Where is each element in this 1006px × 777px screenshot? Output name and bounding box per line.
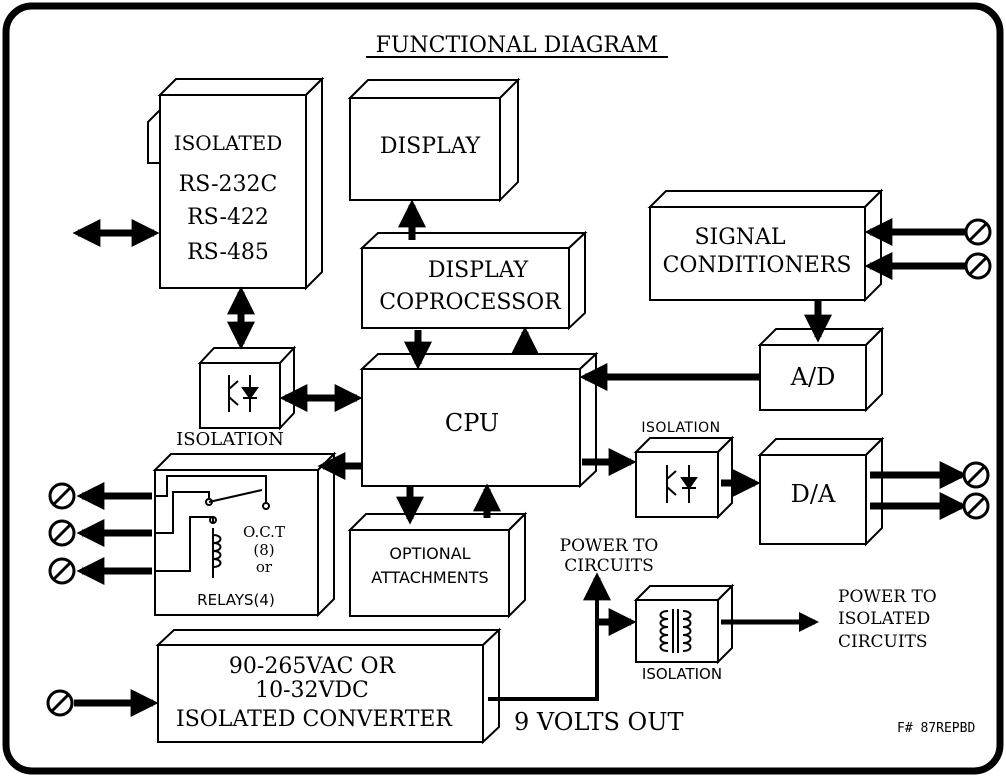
power-to-circuits-line-2: CIRCUITS	[564, 556, 654, 576]
power-isolated-line-1: POWER TO	[838, 587, 937, 607]
connections	[72, 199, 968, 717]
da-label: D/A	[791, 480, 836, 508]
terminal-icon	[46, 689, 74, 717]
converter-line-3: ISOLATED CONVERTER	[176, 707, 453, 732]
converter-block: 90-265VAC OR 10-32VDC ISOLATED CONVERTER	[155, 627, 502, 745]
display-coprocessor-line-1: DISPLAY	[428, 258, 529, 283]
terminal-icon	[962, 461, 990, 489]
isolation-power-label: ISOLATION	[642, 665, 722, 683]
terminal-icon	[964, 218, 992, 246]
relays-label: RELAYS(4)	[197, 591, 275, 609]
terminal-icon	[964, 252, 992, 280]
optional-attachments-line-1: OPTIONAL	[389, 544, 470, 563]
terminals	[46, 218, 992, 717]
signal-conditioners-block: SIGNAL CONDITIONERS	[647, 188, 884, 303]
converter-line-2: 10-32VDC	[255, 678, 369, 703]
relays-oct-count: (8)	[253, 541, 274, 559]
terminal-icon	[48, 482, 76, 510]
isolated-comm-line-2: RS-232C	[179, 172, 278, 197]
isolated-comm-line-1: ISOLATED	[174, 131, 283, 155]
terminal-icon	[962, 492, 990, 520]
isolated-comm-line-3: RS-422	[187, 205, 269, 230]
volts-out-label: 9 VOLTS OUT	[514, 708, 683, 736]
relays-block: O.C.T (8) or RELAYS(4)	[152, 451, 337, 618]
display-coprocessor-line-2: COPROCESSOR	[379, 290, 562, 315]
diagram-title: FUNCTIONAL DIAGRAM	[376, 33, 659, 58]
ad-label: A/D	[790, 363, 836, 391]
da-block: D/A	[757, 436, 885, 547]
cpu-block: CPU	[359, 351, 599, 489]
isolated-comm-line-4: RS-485	[187, 240, 269, 265]
display-block: DISPLAY	[347, 77, 521, 203]
display-label: DISPLAY	[380, 134, 481, 159]
power-to-circuits-line-1: POWER TO	[560, 536, 659, 556]
cpu-label: CPU	[445, 409, 499, 437]
power-isolated-line-2: ISOLATED	[838, 609, 930, 629]
display-coprocessor-block: DISPLAY COPROCESSOR	[359, 230, 588, 331]
relays-oct-label: O.C.T	[243, 523, 285, 541]
terminal-icon	[48, 519, 76, 547]
converter-line-1: 90-265VAC OR	[229, 654, 397, 679]
isolation-right-label: ISOLATION	[641, 420, 720, 436]
power-distribution	[488, 572, 819, 701]
optional-attachments-line-2: ATTACHMENTS	[371, 568, 488, 587]
optional-attachments-block: OPTIONAL ATTACHMENTS	[347, 511, 528, 619]
isolation-power-block: ISOLATION	[633, 583, 735, 683]
isolation-right-block: ISOLATION	[633, 420, 735, 520]
relay-schematic-icon	[155, 475, 270, 578]
figure-number: F# 87REPBD	[897, 721, 975, 736]
power-isolated-line-3: CIRCUITS	[838, 632, 928, 652]
terminal-icon	[48, 557, 76, 585]
isolated-comm-block: ISOLATED RS-232C RS-422 RS-485	[147, 76, 325, 291]
ad-block: A/D	[757, 326, 885, 413]
transformer-icon	[659, 609, 692, 653]
isolation-left-label: ISOLATION	[176, 429, 284, 450]
optocoupler-icon	[666, 465, 698, 503]
signal-conditioners-line-2: CONDITIONERS	[663, 253, 852, 278]
optocoupler-icon	[228, 375, 259, 412]
signal-conditioners-line-1: SIGNAL	[694, 225, 785, 250]
relays-or: or	[256, 558, 273, 576]
